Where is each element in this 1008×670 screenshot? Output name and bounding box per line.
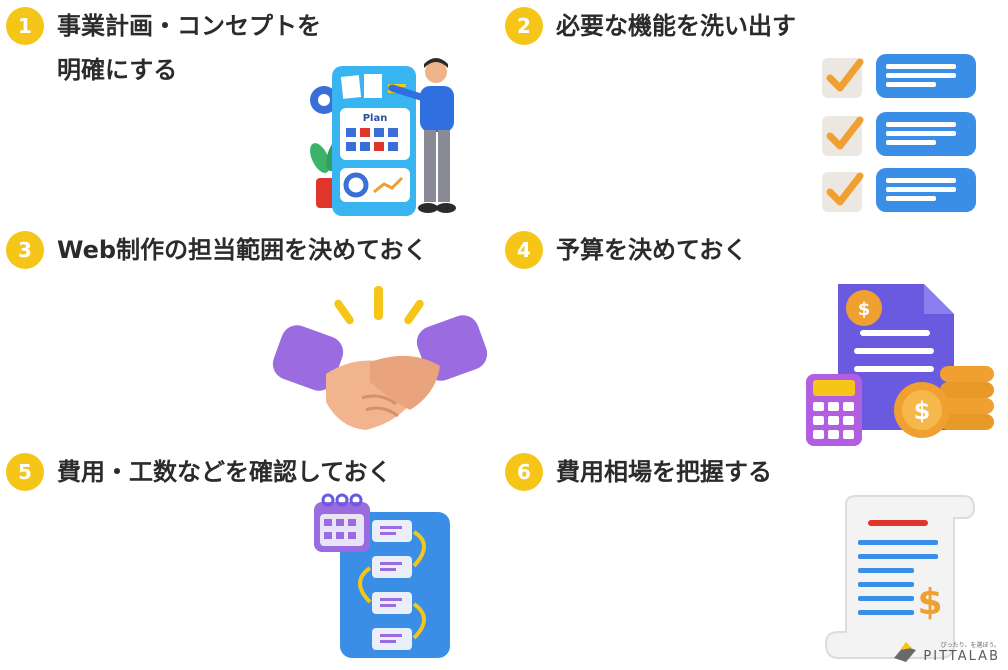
pittalab-bird-icon [894,642,916,662]
handshake-illustration [272,286,488,430]
svg-text:$: $ [914,397,931,425]
budget-calculator-coins-illustration: $ $ [806,284,994,446]
brand-name: PITTALAB [923,649,1000,664]
step-1-title: 事業計画・コンセプトを [57,12,321,40]
step-6-title: 費用相場を把握する [556,458,772,486]
step-3-title: Web制作の担当範囲を決めておく [57,236,428,264]
step-6-badge: 6 [505,453,543,491]
svg-text:$: $ [917,582,942,623]
plan-label: Plan [363,113,388,124]
step-4-badge: 4 [505,231,543,269]
step-5-badge: 5 [6,453,44,491]
step-4-title: 予算を決めておく [556,236,748,264]
svg-text:$: $ [858,299,871,320]
brand-tagline: ぴったり、を選ぼう。 [940,642,1000,649]
step-1-badge: 1 [6,7,44,45]
step-5-title: 費用・工数などを確認しておく [57,458,392,486]
step-3-badge: 3 [6,231,44,269]
receipt-dollar-illustration: $ [824,495,976,659]
checklist-illustration [822,54,976,212]
step-2-title: 必要な機能を洗い出す [556,12,796,40]
step-1-title-line2: 明確にする [57,56,178,84]
calendar-flowchart-illustration [314,493,450,658]
presentation-plan-illustration: Plan [310,58,456,216]
pittalab-logo: ぴったり、を選ぼう。 PITTALAB [892,636,1002,666]
step-2-badge: 2 [505,7,543,45]
